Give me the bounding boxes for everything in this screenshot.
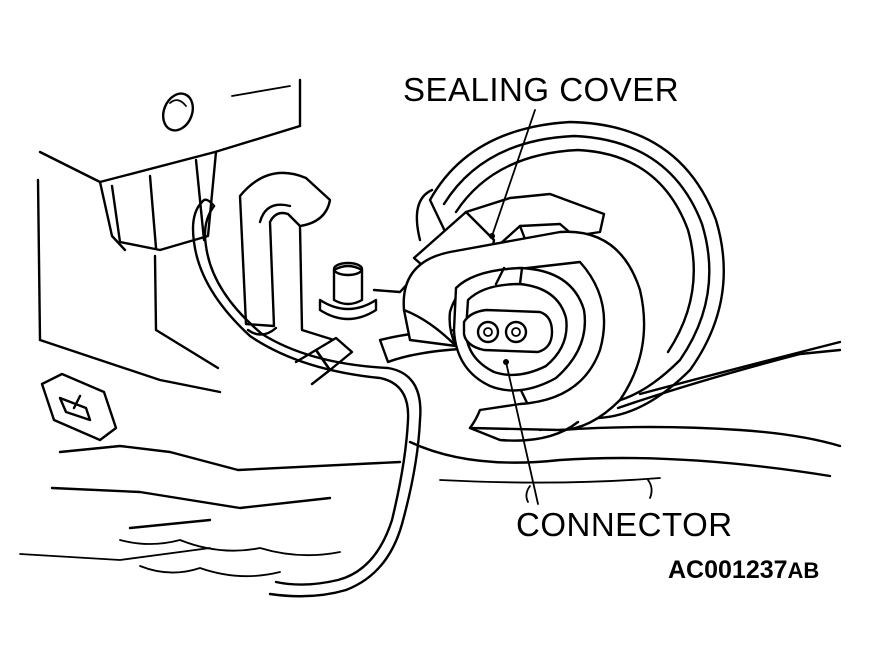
floor-contours <box>119 340 842 578</box>
connector-leader <box>505 361 539 505</box>
engine-body-outline <box>19 78 402 561</box>
bracket-clip <box>40 372 118 442</box>
connector-leader-dot <box>503 359 509 365</box>
figure-code-main: AC001237 <box>668 556 788 584</box>
sealing-cover-leader-dot <box>489 233 495 239</box>
connector-label: CONNECTOR <box>516 506 733 543</box>
leader-lines <box>489 109 539 505</box>
stud-bolt <box>318 261 378 321</box>
figure-code-suffix: AB <box>787 558 820 583</box>
connector <box>452 266 587 392</box>
pipe-tube <box>238 171 340 354</box>
figure-code: AC001237AB <box>668 558 819 583</box>
connector-bracket-marks <box>525 479 653 503</box>
sealing-cover-leader <box>491 109 536 237</box>
sealing-cover-label: SEALING COVER <box>403 71 680 108</box>
ring-detail <box>161 92 195 132</box>
